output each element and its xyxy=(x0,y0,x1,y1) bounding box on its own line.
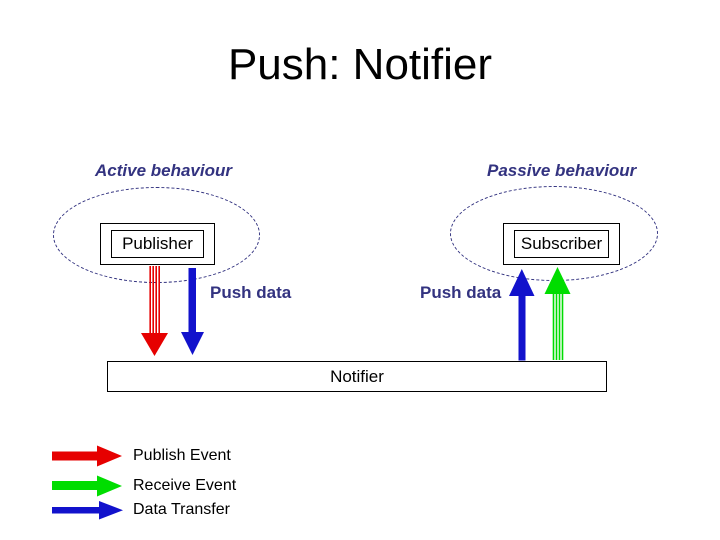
push-data-label-left: Push data xyxy=(210,283,292,302)
legend-label-data-transfer: Data Transfer xyxy=(133,501,230,518)
data-transfer-arrow-up-icon xyxy=(509,269,535,361)
publish-event-legend-arrow-icon xyxy=(52,445,122,467)
slide-title: Push: Notifier xyxy=(227,40,493,89)
legend-label-publish-event: Publish Event xyxy=(133,447,231,464)
data-transfer-legend-arrow-icon xyxy=(52,501,123,520)
notifier-box: Notifier xyxy=(107,361,607,392)
subscriber-label: Subscriber xyxy=(514,230,609,258)
legend-label-receive-event: Receive Event xyxy=(133,477,237,494)
notifier-label: Notifier xyxy=(330,366,384,386)
publisher-node: Publisher xyxy=(100,223,215,265)
publish-event-arrow-head xyxy=(141,333,168,356)
receive-event-arrow-shaft xyxy=(552,292,564,360)
passive-behaviour-label: Passive behaviour xyxy=(487,161,637,180)
subscriber-node: Subscriber xyxy=(503,223,620,265)
active-behaviour-label: Active behaviour xyxy=(95,161,232,180)
push-data-label-right: Push data xyxy=(420,283,502,302)
receive-event-legend-arrow-icon xyxy=(52,475,122,497)
publisher-label: Publisher xyxy=(111,230,204,258)
